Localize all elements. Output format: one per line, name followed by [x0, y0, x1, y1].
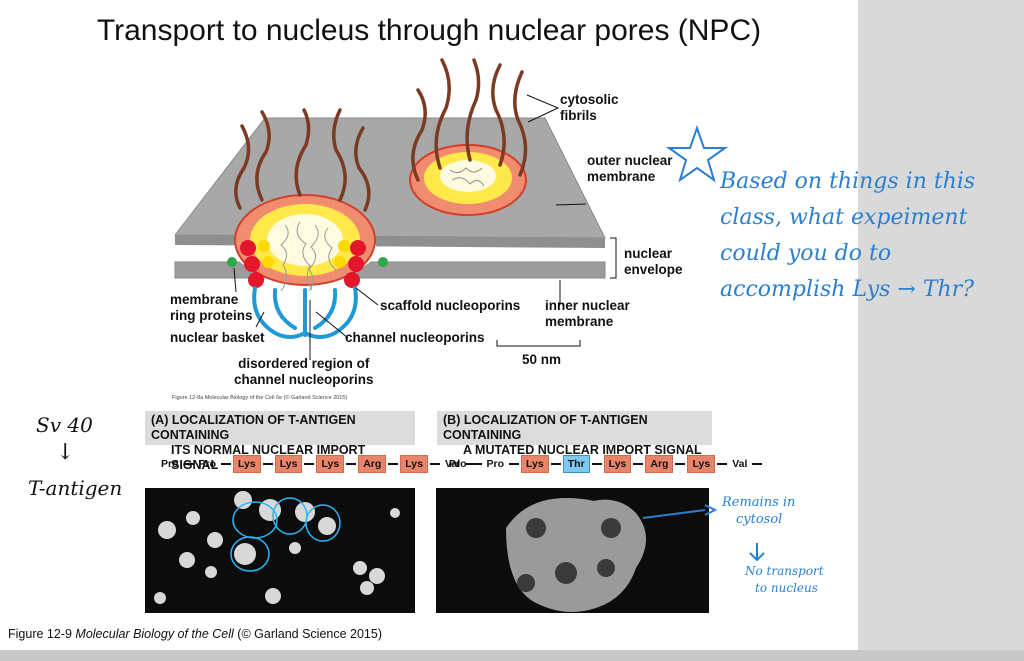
peptide-bond — [717, 463, 728, 465]
amino-acid-lys: Lys — [400, 455, 428, 473]
figure-credit-small: Figure 12-8a Molecular Biology of the Ce… — [172, 395, 348, 401]
note-t-antigen: T-antigen — [28, 476, 123, 500]
star-icon — [665, 124, 729, 183]
amino-acid-arg: Arg — [645, 455, 674, 473]
amino-acid-pro: Pro — [198, 458, 217, 470]
disordered-region — [280, 221, 337, 292]
amino-acid-lys: Lys — [316, 455, 345, 473]
amino-acid-pro: Pro — [161, 458, 179, 470]
amino-acid-pro: Pro — [486, 458, 505, 470]
amino-acid-lys: Lys — [521, 455, 549, 473]
nuclear-pore-diagram — [173, 58, 617, 360]
label-nuclear-basket: nuclear basket — [170, 330, 265, 345]
scaffold-nucleoporins — [240, 240, 366, 288]
cytosolic-fibrils-second — [411, 58, 528, 182]
panel-a-sequence: Pro Pro Lys Lys Lys Arg Lys Val — [158, 454, 477, 474]
peptide-bond — [509, 463, 520, 465]
peptide-bond — [388, 463, 399, 465]
slide: Transport to nucleus through nuclear por… — [0, 0, 858, 650]
panel-b-heading: (B) LOCALIZATION OF T-ANTIGEN CONTAINING… — [437, 411, 712, 457]
slide-title: Transport to nucleus through nuclear por… — [96, 14, 762, 47]
peptide-bond — [304, 463, 315, 465]
nuclear-basket — [252, 286, 358, 339]
peptide-bond — [183, 463, 194, 465]
peptide-bond — [752, 463, 763, 465]
amino-acid-pro: Pro — [449, 458, 467, 470]
peptide-bond — [346, 463, 357, 465]
peptide-bond — [591, 463, 602, 465]
panel-b-sequence: Pro Pro Lys Thr Lys Arg Lys Val — [446, 454, 764, 474]
amino-acid-lys: Lys — [233, 455, 261, 473]
amino-acid-val: Val — [445, 458, 461, 470]
bottom-bar — [0, 650, 1024, 661]
amino-acid-arg: Arg — [358, 455, 387, 473]
panel-a-heading: (A) LOCALIZATION OF T-ANTIGEN CONTAINING… — [145, 411, 415, 472]
peptide-bond — [430, 463, 440, 465]
handwritten-question: Based on things in this class, what expe… — [720, 169, 976, 302]
amino-acid-lys: Lys — [603, 455, 632, 473]
label-scale-bar: 50 nm — [522, 352, 562, 367]
note-sv40: Sv 40 — [36, 413, 93, 437]
membrane-ring-proteins — [227, 257, 388, 267]
peptide-bond — [633, 463, 644, 465]
amino-acid-lys: Lys — [687, 455, 716, 473]
note-arrow-down: ↓ — [56, 440, 75, 465]
peptide-bond — [675, 463, 686, 465]
label-scaffold-nucleoporins: scaffold nucleoporins — [380, 298, 521, 313]
peptide-bond — [465, 463, 476, 465]
peptide-bond — [471, 463, 482, 465]
micrograph-normal-signal — [145, 488, 415, 613]
amino-acid-thr: Thr — [562, 455, 590, 473]
amino-acid-val: Val — [732, 458, 748, 470]
micrograph-mutated-signal — [436, 488, 709, 613]
peptide-bond — [262, 463, 273, 465]
peptide-bond — [550, 463, 561, 465]
cytosolic-fibrils-main — [234, 108, 371, 212]
figure-caption: Figure 12-9 Molecular Biology of the Cel… — [8, 627, 383, 641]
amino-acid-lys: Lys — [274, 455, 303, 473]
label-channel-nucleoporins: channel nucleoporins — [345, 330, 485, 345]
peptide-bond — [221, 463, 232, 465]
